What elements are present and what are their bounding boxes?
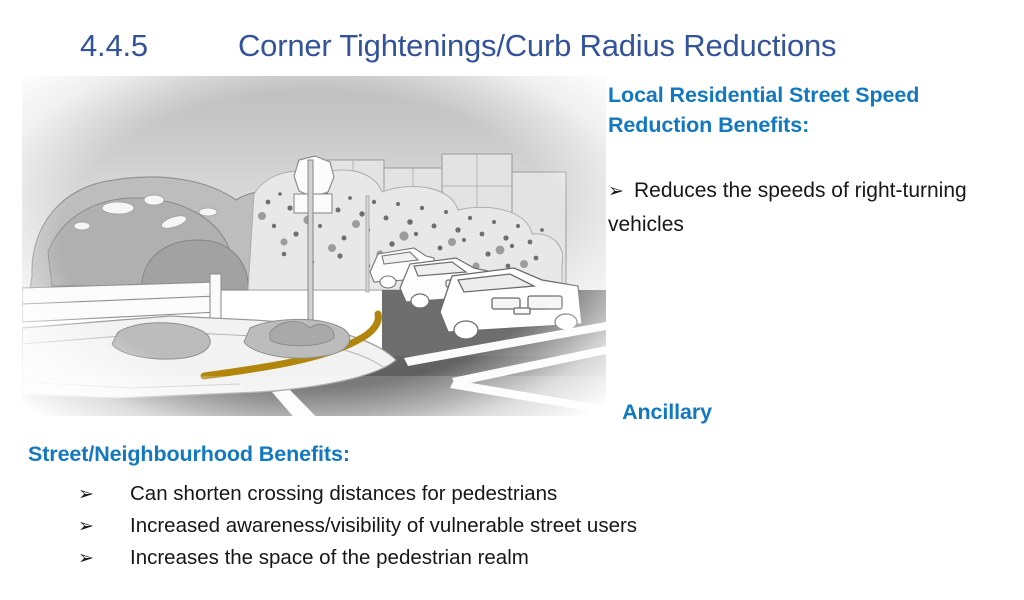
right-bullet-text: Reduces the speeds of right-turning vehi…: [608, 179, 967, 236]
edge-vignette: [22, 76, 606, 416]
bottom-bullet-list: ➢ Can shorten crossing distances for ped…: [78, 478, 978, 574]
title-text: Corner Tightenings/Curb Radius Reduction…: [238, 28, 837, 63]
bottom-heading: Street/Neighbourhood Benefits:: [28, 442, 350, 466]
list-item-text: Increases the space of the pedestrian re…: [130, 546, 529, 569]
illustration-svg: [22, 76, 606, 416]
list-item: ➢ Can shorten crossing distances for ped…: [78, 478, 978, 510]
ancillary-heading: Ancillary: [622, 400, 712, 424]
section-number: 4.4.5: [80, 28, 148, 63]
arrow-bullet-icon: ➢: [78, 483, 94, 505]
list-item: ➢ Increased awareness/visibility of vuln…: [78, 510, 978, 542]
list-item-text: Increased awareness/visibility of vulner…: [130, 514, 638, 537]
list-item: ➢ Increases the space of the pedestrian …: [78, 542, 978, 574]
right-bullet-item: ➢Reduces the speeds of right-turning veh…: [608, 174, 1008, 241]
page-title: 4.4.5 Corner Tightenings/Curb Radius Red…: [0, 28, 1024, 72]
right-heading-line-1: Local Residential Street Speed: [608, 83, 920, 107]
list-item-text: Can shorten crossing distances for pedes…: [130, 482, 558, 505]
arrow-bullet-icon: ➢: [78, 547, 94, 569]
arrow-bullet-icon: ➢: [608, 180, 624, 202]
arrow-bullet-icon: ➢: [78, 515, 94, 537]
right-column-heading: Local Residential Street Speed Reduction…: [608, 80, 1008, 140]
street-corner-illustration: [22, 76, 606, 416]
bottom-fade: [22, 376, 606, 416]
right-heading-line-2: Reduction Benefits:: [608, 113, 810, 137]
